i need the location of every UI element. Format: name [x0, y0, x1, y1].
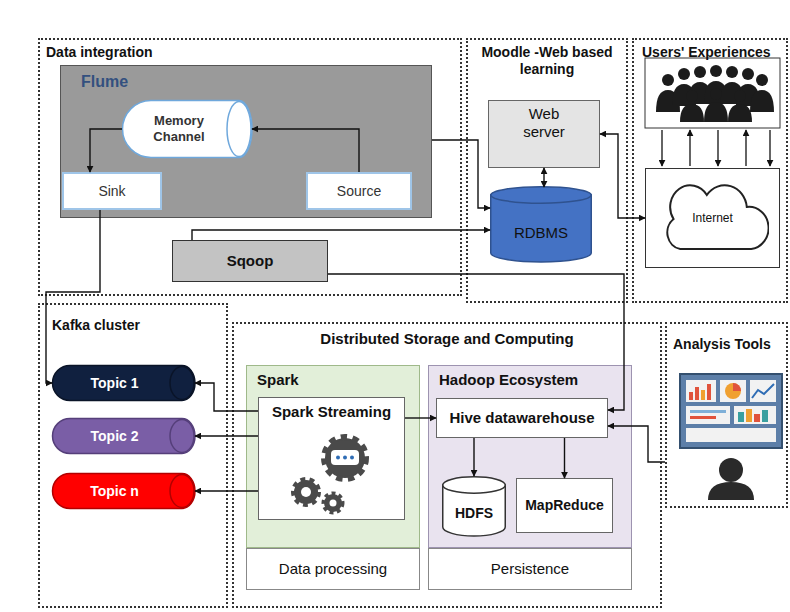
node-label: Analysis Tools: [673, 336, 771, 353]
region-box: Users' ExperiencesInternet: [632, 38, 788, 303]
node-label: Distributed Storage and Computing: [320, 330, 573, 348]
server-box: Web server: [488, 100, 600, 168]
node-label: RDBMS: [514, 224, 568, 242]
connector-arrow: [195, 490, 258, 491]
process-box: Source: [306, 172, 412, 210]
topic-cylinder: Topic 2: [52, 418, 195, 454]
process-box: Sink: [62, 172, 162, 210]
tool-box: Sqoop: [172, 240, 328, 282]
connector-arrow: [328, 274, 624, 410]
node-label: Hadoop Ecosystem: [439, 371, 578, 389]
node-label: Topic 1: [91, 375, 139, 392]
warehouse-box: Hive datawarehouse: [436, 398, 608, 438]
topic-cylinder: Topic 1: [52, 365, 195, 401]
node-label: Memory Channel: [134, 113, 224, 144]
hadoop-box: Hadoop EcosystemHive datawarehouseHDFS Ma…: [428, 365, 632, 548]
connector-arrow: [405, 417, 436, 418]
caption-box: Persistence: [428, 548, 632, 590]
node-label: Topic 2: [91, 428, 139, 445]
node-label: Moodle -Web based learning: [474, 44, 620, 78]
region-box: Moodle -Web based learningWeb serverRDBM…: [466, 38, 628, 303]
channel-cylinder: Memory Channel: [122, 100, 252, 158]
people-icon: [645, 58, 780, 128]
topic-cylinder: Topic n: [52, 473, 195, 509]
spark-box: SparkSpark Streaming: [246, 365, 420, 548]
process-box: MapReduce: [516, 478, 613, 533]
connector-arrow: [195, 435, 258, 436]
connector-arrow: [432, 140, 490, 208]
node-label: Users' Experiences: [642, 44, 771, 61]
database-cylinder: RDBMS: [490, 186, 592, 262]
caption-box: Data processing: [246, 548, 420, 590]
dashboard-icon: [680, 374, 782, 500]
connector-arrow: [608, 426, 665, 462]
region-box: Kafka clusterTopic 1 Topic 2 Topic n: [38, 303, 228, 608]
connector-arrow: [543, 168, 544, 187]
node-label: Hive datawarehouse: [449, 409, 594, 427]
node-label: Source: [337, 183, 381, 200]
node-label: Persistence: [491, 560, 569, 578]
process-box: Spark Streaming: [258, 397, 405, 520]
gear-icon: [294, 438, 365, 512]
node-label: Topic n: [90, 483, 139, 500]
node-label: Data integration: [46, 44, 153, 61]
region-box: Analysis Tools: [665, 322, 788, 508]
region-box: Distributed Storage and ComputingSparkSp…: [232, 322, 662, 608]
node-label: Internet: [692, 211, 733, 225]
node-label: Sink: [98, 183, 125, 200]
region-box: Data integrationFlumeMemory ChannelSinkS…: [38, 38, 462, 296]
node-label: Spark: [257, 371, 299, 389]
node-label: Spark Streaming: [272, 403, 391, 421]
connector-arrow: [90, 129, 122, 172]
node-label: Sqoop: [227, 252, 274, 270]
node-label: HDFS: [455, 505, 493, 522]
connector-arrow: [192, 230, 490, 240]
internet-cloud: Internet: [645, 168, 780, 268]
node-label: Kafka cluster: [52, 317, 140, 334]
connector-arrow: [252, 129, 359, 172]
user-internet-arrows: [662, 130, 770, 166]
node-label: MapReduce: [525, 497, 604, 514]
hdfs-cylinder: HDFS: [442, 476, 506, 536]
flume-box: FlumeMemory ChannelSink Source: [60, 65, 432, 218]
connector-arrow: [473, 438, 474, 476]
node-label: Web server: [511, 105, 577, 141]
node-label: Flume: [81, 72, 128, 91]
node-label: Data processing: [279, 560, 387, 578]
connector-arrow: [46, 210, 100, 383]
connector-arrow: [600, 134, 645, 218]
connector-arrow: [564, 438, 565, 478]
connector-arrow: [195, 383, 258, 411]
